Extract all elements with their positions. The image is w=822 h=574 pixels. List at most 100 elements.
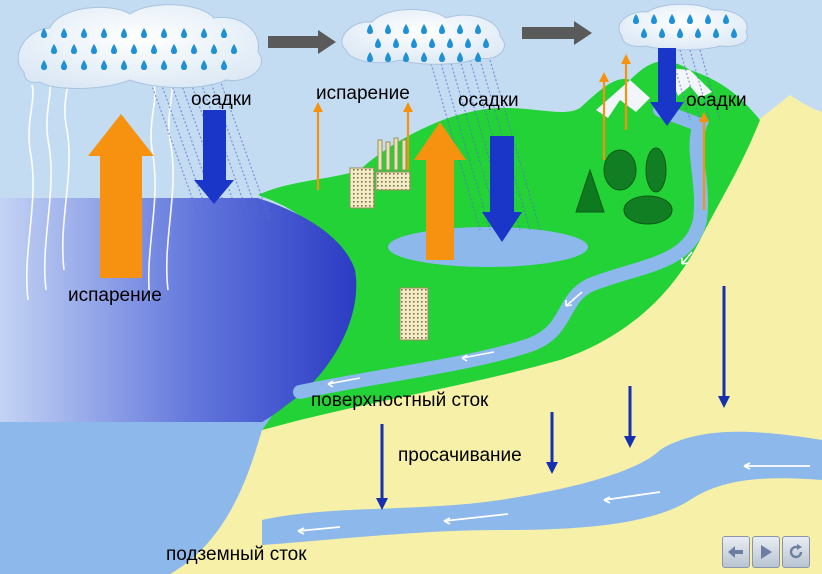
- rain-drop: [677, 28, 683, 38]
- infiltration-arrows: [376, 286, 730, 510]
- rain-drop: [211, 44, 217, 54]
- precipitation-arrow-sea: [194, 110, 234, 204]
- forward-button[interactable]: [752, 536, 780, 568]
- rain-drop: [633, 14, 639, 24]
- lake: [388, 227, 588, 267]
- rain-drop: [421, 52, 427, 62]
- rain-drop: [71, 44, 77, 54]
- rain-drop: [81, 60, 87, 70]
- rain-drop: [141, 60, 147, 70]
- rain-drop: [475, 24, 481, 34]
- factory-chimneys: [377, 137, 407, 171]
- rain-drop: [651, 14, 657, 24]
- rain-drop: [447, 38, 453, 48]
- precipitation-label-sea: осадки: [191, 89, 252, 110]
- rain-drop: [403, 24, 409, 34]
- rain-drop: [465, 38, 471, 48]
- rain-drop: [41, 28, 47, 38]
- rain-drop: [121, 60, 127, 70]
- cloud-movement-arrows: [268, 21, 592, 54]
- trees: [575, 147, 673, 225]
- river-flow-arrows: [327, 251, 693, 388]
- rain-drop: [411, 38, 417, 48]
- rain-drop: [439, 52, 445, 62]
- building-1: [349, 167, 375, 209]
- rain-drop: [457, 24, 463, 34]
- surface-runoff-label: поверхностный сток: [311, 390, 489, 411]
- precipitation-arrow-mountain: [650, 48, 684, 126]
- rain-drop: [483, 38, 489, 48]
- rain-drop: [723, 14, 729, 24]
- sea: [0, 198, 357, 422]
- rain-drop: [385, 24, 391, 34]
- buildings: [349, 137, 429, 341]
- precipitation-label-mountain: осадки: [686, 90, 747, 111]
- arrow-left-icon: [728, 546, 743, 558]
- evaporation-label-sea: испарение: [68, 285, 162, 306]
- rain-drop: [111, 44, 117, 54]
- fir-tree: [575, 168, 605, 213]
- rain-drop: [181, 60, 187, 70]
- precipitation-label-land: осадки: [458, 90, 519, 111]
- rain-drop: [151, 44, 157, 54]
- play-icon: [761, 545, 772, 559]
- refresh-icon: [789, 544, 803, 559]
- rain-drop: [669, 14, 675, 24]
- building-2: [375, 171, 411, 191]
- bush: [623, 195, 673, 225]
- rain-drop: [457, 52, 463, 62]
- rain-drop: [41, 60, 47, 70]
- rain-drop: [181, 28, 187, 38]
- building-3: [399, 287, 429, 341]
- evaporation-arrow-sea: [88, 114, 154, 278]
- cloud-right: [618, 3, 748, 51]
- rain-drop: [375, 38, 381, 48]
- rain-drop: [91, 44, 97, 54]
- small-evaporation-arrows: [313, 54, 709, 210]
- rain-drops: [41, 14, 737, 70]
- rain-drop: [429, 38, 435, 48]
- replay-button[interactable]: [782, 536, 810, 568]
- rain-drop: [475, 52, 481, 62]
- rain-drop: [101, 60, 107, 70]
- rain-drop: [161, 28, 167, 38]
- mountain-snow: [596, 80, 650, 118]
- rain-drop: [641, 28, 647, 38]
- cloud-middle: [341, 9, 505, 65]
- rain-drop: [659, 28, 665, 38]
- rain-drop: [171, 44, 177, 54]
- rain-drop: [439, 24, 445, 34]
- evaporation-arrow-land: [414, 122, 466, 260]
- cloud-left: [17, 4, 263, 89]
- rain-drop: [121, 28, 127, 38]
- tree-2: [645, 147, 667, 193]
- rain-drop: [713, 28, 719, 38]
- rain-drop: [687, 14, 693, 24]
- rain-drop: [421, 24, 427, 34]
- rain-drop: [731, 28, 737, 38]
- rain-drop: [393, 38, 399, 48]
- evaporation-label-land: испарение: [316, 83, 410, 104]
- evaporation-wisps-sea: [25, 74, 174, 301]
- rain-drop: [51, 44, 57, 54]
- rain-drop: [705, 14, 711, 24]
- rain-drop: [131, 44, 137, 54]
- rain-drop: [695, 28, 701, 38]
- cloud-movement-arrow-2: [522, 21, 592, 45]
- rain-drop: [161, 60, 167, 70]
- rain-drop: [231, 44, 237, 54]
- underground-runoff-label: подземный сток: [166, 544, 307, 565]
- rain-drop: [141, 28, 147, 38]
- rain-drop: [81, 28, 87, 38]
- cloud-movement-arrow-1: [268, 30, 336, 54]
- underground-stream: [262, 431, 822, 545]
- tree-1: [603, 149, 637, 191]
- rain-drop: [61, 28, 67, 38]
- rain-drop: [221, 28, 227, 38]
- precipitation-arrow-land: [482, 136, 522, 242]
- slide-navigation: [722, 536, 810, 568]
- rain-drop: [367, 52, 373, 62]
- groundwater-flow-arrows: [297, 462, 810, 535]
- back-button[interactable]: [722, 536, 750, 568]
